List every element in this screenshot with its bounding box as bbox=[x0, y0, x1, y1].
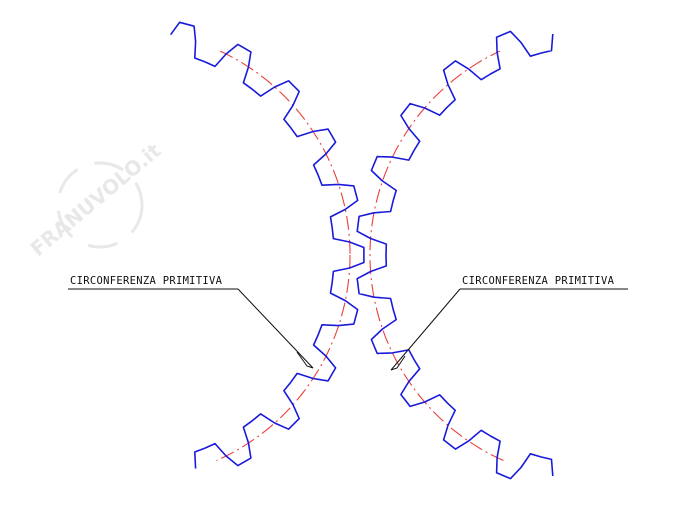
left-callout: CIRCONFERENZA PRIMITIVA bbox=[68, 275, 314, 369]
left-pitch-circle bbox=[216, 50, 351, 462]
right-gear-tooth-profile bbox=[356, 30, 554, 480]
left-callout-leader bbox=[237, 288, 314, 369]
right-callout-label: CIRCONFERENZA PRIMITIVA bbox=[462, 275, 615, 287]
left-callout-label: CIRCONFERENZA PRIMITIVA bbox=[70, 275, 223, 287]
right-pitch-circle bbox=[369, 50, 504, 462]
right-callout-leader bbox=[390, 288, 461, 371]
left-gear-tooth-profile bbox=[169, 21, 365, 469]
left-callout-arrowhead bbox=[296, 351, 314, 369]
watermark-logo: FRANUVOLO.it bbox=[26, 138, 166, 261]
right-callout: CIRCONFERENZA PRIMITIVA bbox=[390, 275, 628, 371]
watermark-text: FRANUVOLO.it bbox=[26, 138, 166, 261]
right-callout-arrowhead bbox=[390, 355, 406, 371]
